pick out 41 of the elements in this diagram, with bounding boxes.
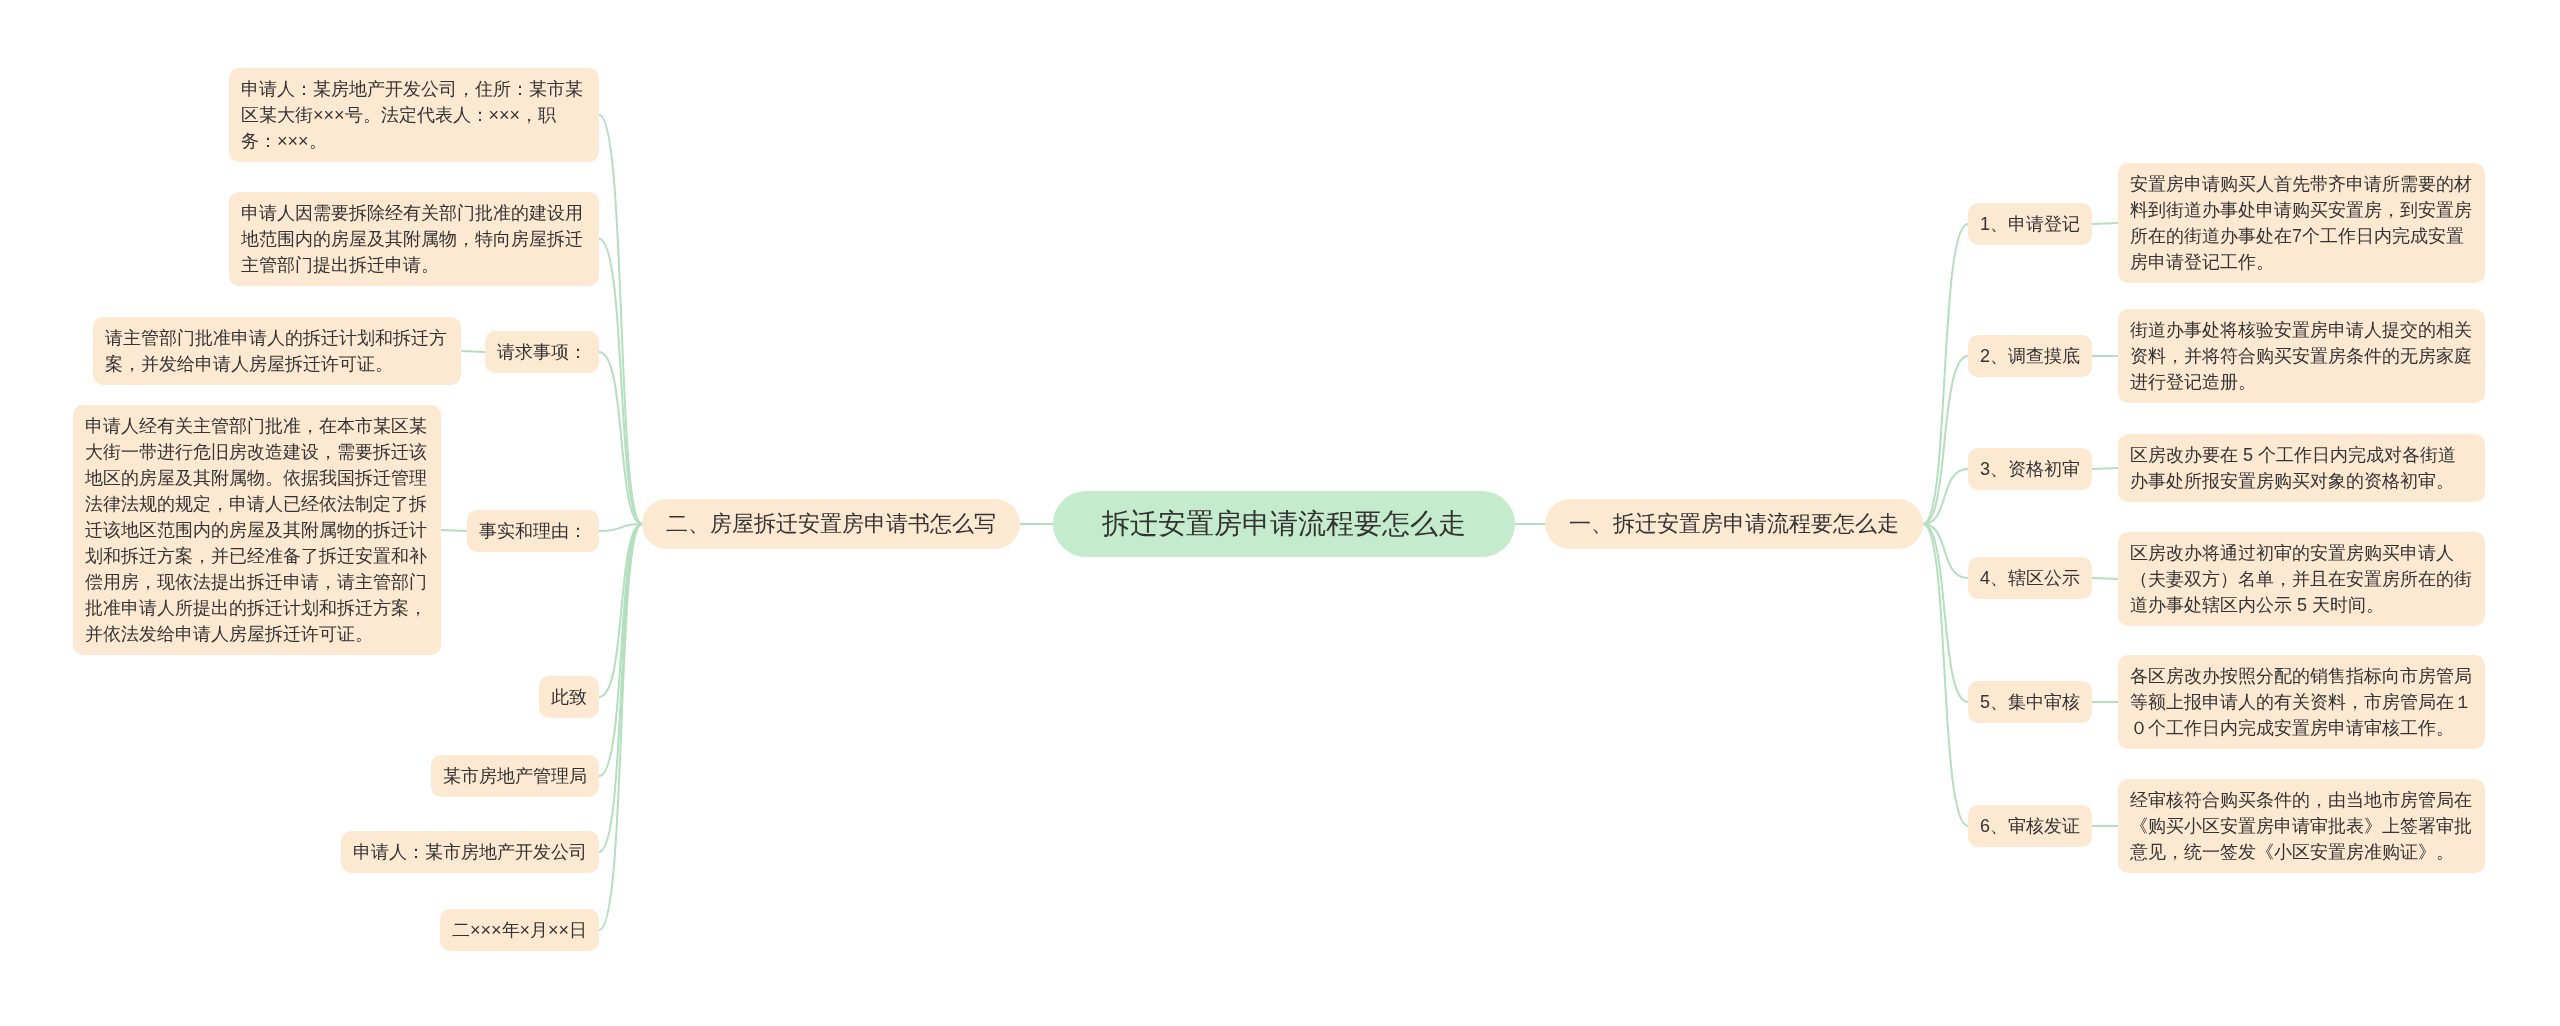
branch-topic: 一、拆迁安置房申请流程要怎么走 <box>1545 499 1923 549</box>
connector-line <box>440 529 468 532</box>
connector-line <box>2091 577 2119 580</box>
connector-line <box>2091 355 2119 357</box>
text-box: 区房改办要在 5 个工作日内完成对各街道办事处所报安置房购买对象的资格初审。 <box>2118 434 2485 502</box>
text-box: 各区房改办按照分配的销售指标向市房管局等额上报申请人的有关资料，市房管局在１０个工作日内完成安置房申请审核工作。 <box>2118 655 2485 749</box>
connector-line <box>460 350 486 353</box>
topic-box: 请求事项： <box>485 331 599 373</box>
text-box: 请主管部门批准申请人的拆迁计划和拆迁方案，并发给申请人房屋拆迁许可证。 <box>93 317 461 385</box>
topic-box: 3、资格初审 <box>1968 448 2092 490</box>
connector-line <box>1514 523 1546 525</box>
topic-box: 某市房地产管理局 <box>431 755 599 797</box>
connector-line <box>598 523 643 931</box>
topic-box: 5、集中审核 <box>1968 681 2092 723</box>
topic-box: 2、调查摸底 <box>1968 335 2092 377</box>
text-box: 申请人因需要拆除经有关部门批准的建设用地范围内的房屋及其附属物，特向房屋拆迁主管部门提出拆迁申请。 <box>229 192 599 286</box>
connector-line <box>2091 701 2119 703</box>
topic-box: 1、申请登记 <box>1968 203 2092 245</box>
text-box: 安置房申请购买人首先带齐申请所需要的材料到街道办事处申请购买安置房，到安置房所在的街道办事处在7个工作日内完成安置房申请登记工作。 <box>2118 163 2485 283</box>
connector-line <box>598 114 643 525</box>
connector-line <box>1922 355 1969 525</box>
central-topic: 拆迁安置房申请流程要怎么走 <box>1053 491 1515 557</box>
connector-line <box>2091 825 2119 827</box>
connector-line <box>1922 523 1969 827</box>
topic-box: 事实和理由： <box>467 510 599 552</box>
text-box: 街道办事处将核验安置房申请人提交的相关资料，并将符合购买安置房条件的无房家庭进行登记造册。 <box>2118 309 2485 403</box>
connector-line <box>2091 467 2119 470</box>
topic-box: 此致 <box>539 676 599 718</box>
topic-box: 申请人：某市房地产开发公司 <box>341 831 599 873</box>
topic-box: 二×××年×月××日 <box>440 909 600 951</box>
text-box: 申请人：某房地产开发公司，住所：某市某区某大街×××号。法定代表人：×××，职务：×××。 <box>229 68 599 162</box>
text-box: 区房改办将通过初审的安置房购买申请人（夫妻双方）名单，并且在安置房所在的街道办事处辖区内公示 5 天时间。 <box>2118 532 2485 626</box>
connector-line <box>1019 523 1054 525</box>
topic-box: 6、审核发证 <box>1968 805 2092 847</box>
connector-line <box>1922 223 1969 525</box>
text-box: 经审核符合购买条件的，由当地市房管局在《购买小区安置房申请审批表》上签署审批意见，统一签发《小区安置房准购证》。 <box>2118 779 2485 873</box>
branch-topic: 二、房屋拆迁安置房申请书怎么写 <box>642 499 1020 549</box>
connector-line <box>598 238 643 525</box>
connector-line <box>2091 222 2119 225</box>
text-box: 申请人经有关主管部门批准，在本市某区某大街一带进行危旧房改造建设，需要拆迁该地区的房屋及其附属物。依据我国拆迁管理法律法规的规定，申请人已经依法制定了拆迁该地区范围内的房屋及其附属物的拆迁计划和拆迁方案，并已经准备了拆迁安置和补偿用房，现依法提出拆迁申请，请主管部门批准申请人所提出的拆迁计划和拆迁方案，并依法发给申请人房屋拆迁许可证。 <box>73 405 441 655</box>
topic-box: 4、辖区公示 <box>1968 557 2092 599</box>
